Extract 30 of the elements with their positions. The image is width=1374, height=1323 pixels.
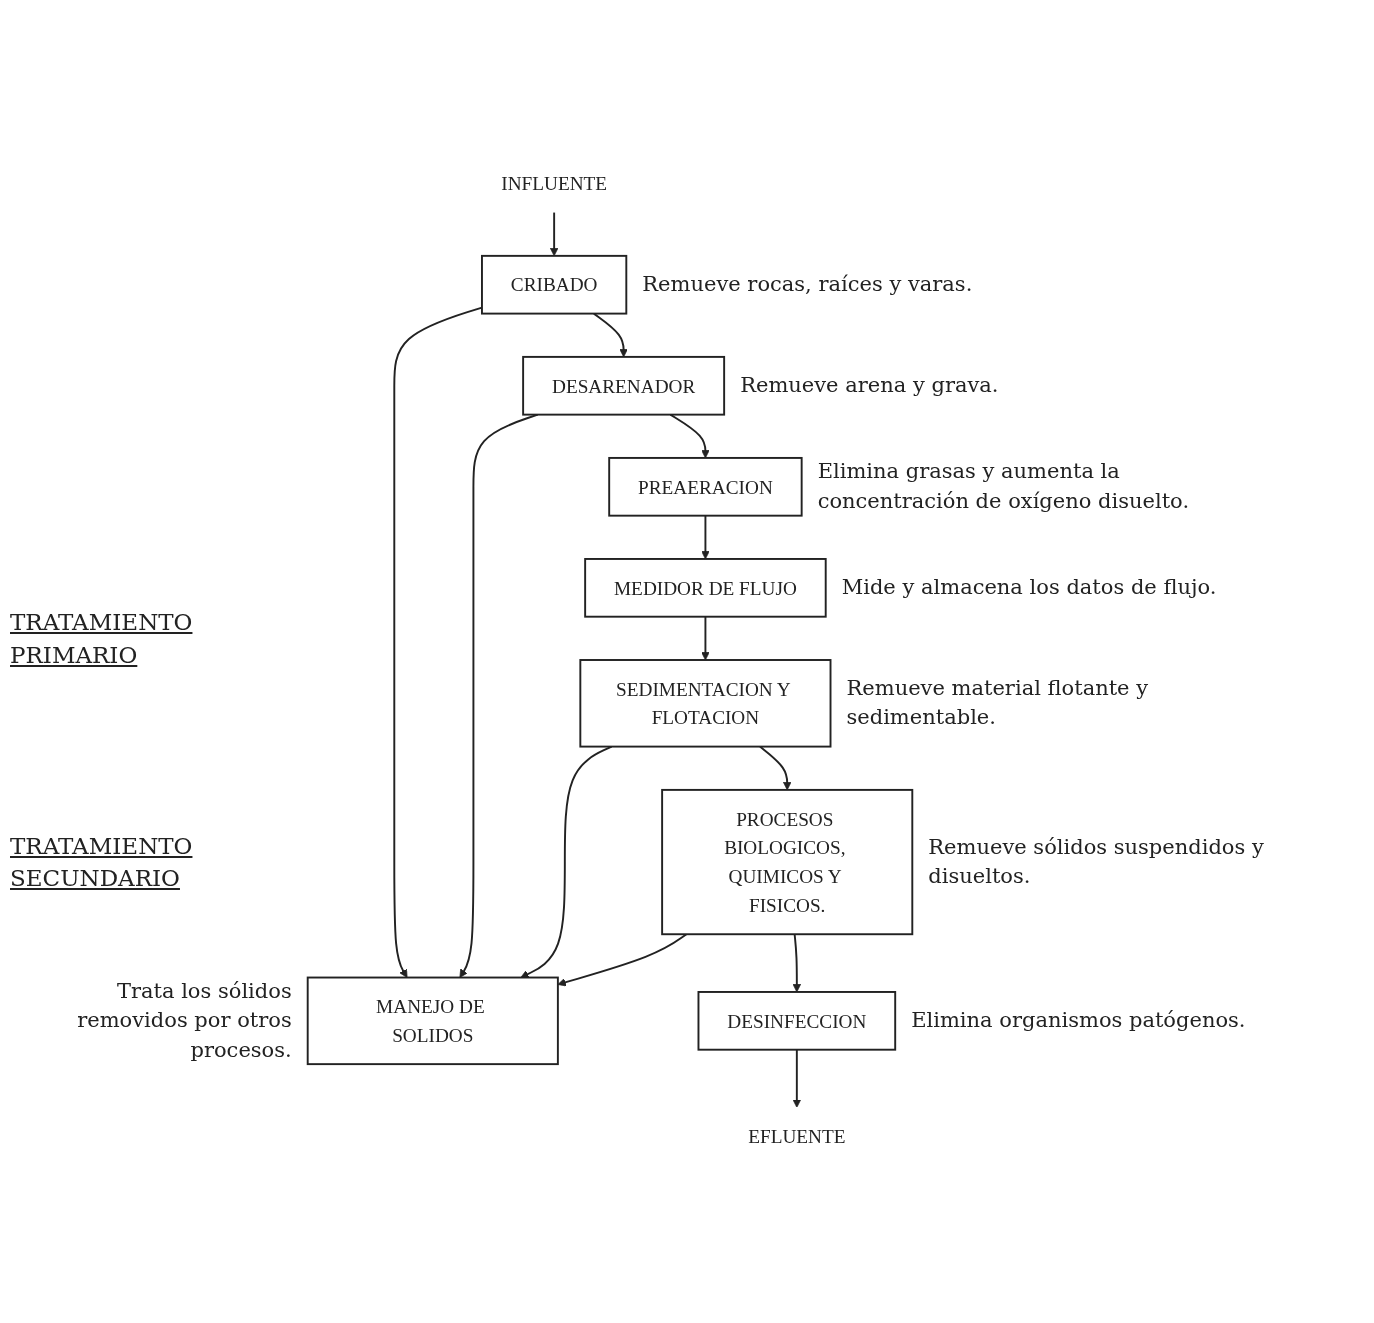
description-text: Elimina grasas y aumenta la concentración de oxígeno disuelto. [817,458,1191,515]
arrow [701,514,710,560]
arrow [701,615,710,661]
description-text: Remueve rocas, raíces y varas. [642,271,974,299]
node-box [697,991,897,1051]
section-label: TRATAMIENTO PRIMARIO [10,608,194,670]
node-box [481,254,628,315]
arrow [792,1048,802,1108]
arrow [520,745,613,978]
node-text: INFLUENTE [501,173,608,195]
arrow [557,933,688,987]
description-text: Trata los sólidos removidos por otros procesos. [76,977,292,1064]
description-text: Remueve arena y grava. [740,372,1000,400]
node-text: EFLUENTE [748,1125,846,1147]
node-box [522,355,726,416]
node-box [306,976,559,1066]
node-box [661,788,914,936]
node-box [579,659,832,748]
description-text: Elimina organismos patógenos. [911,1007,1247,1035]
node-box [584,558,827,618]
description-text: Mide y almacena los datos de flujo. [841,574,1218,602]
node-box [608,456,803,517]
arrow [792,933,802,993]
description-text: Remueve sólidos suspendidos y disueltos. [928,833,1265,890]
section-label: TRATAMIENTO SECUNDARIO [10,832,194,894]
description-text: Remueve material flotante y sedimentable. [846,674,1150,732]
arrow [669,413,710,459]
arrow [592,312,628,358]
arrow [759,745,792,791]
arrow [549,211,559,257]
